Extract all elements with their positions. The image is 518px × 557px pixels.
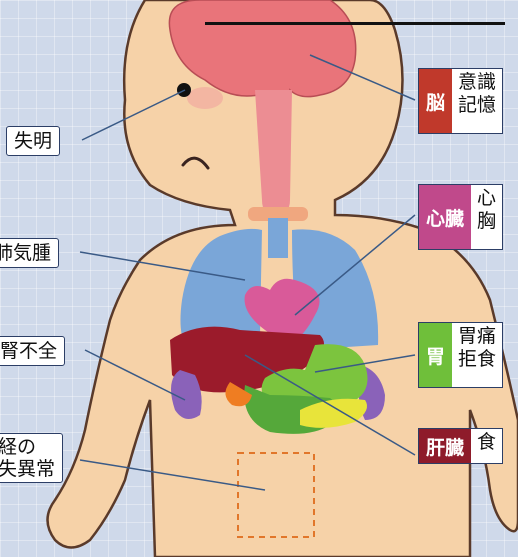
page-title xyxy=(205,0,505,25)
badge-brain-text: 意識 記憶 xyxy=(452,69,502,133)
badge-brain-tag: 脳 xyxy=(419,69,453,133)
stomach-shape xyxy=(261,344,368,410)
badge-brain: 脳 意識 記憶 xyxy=(418,68,504,134)
label-nerve: 経の 失異常 xyxy=(0,433,64,483)
badge-liver-text: 食 xyxy=(477,431,497,453)
right-lung xyxy=(292,229,379,350)
pancreas-shape xyxy=(300,398,368,428)
badge-heart-text: 心 胸 xyxy=(471,185,502,249)
label-nerve-line2: 失異常 xyxy=(0,458,56,480)
trachea xyxy=(268,218,288,258)
brain-line-1: 意識 xyxy=(458,71,497,93)
brain-line-2: 記憶 xyxy=(458,94,497,116)
label-blindness: 失明 xyxy=(6,126,61,156)
stomach-line-1: 胃痛 xyxy=(458,325,497,347)
heart-shape xyxy=(244,278,320,345)
gallbladder-shape xyxy=(225,382,252,407)
leader-lines xyxy=(79,54,416,491)
left-kidney xyxy=(171,370,202,419)
brain-shape xyxy=(168,0,357,131)
badge-stomach: 胃 胃痛 拒食 xyxy=(418,322,504,388)
label-emphysema: 肺気腫 xyxy=(0,238,60,268)
stomach-line-2: 拒食 xyxy=(458,348,497,370)
badge-liver-tag: 肝臓 xyxy=(419,429,472,463)
heart-line-2: 胸 xyxy=(477,210,497,232)
badge-stomach-tag: 胃 xyxy=(419,323,453,387)
label-nerve-line1: 経の xyxy=(0,436,37,458)
brainstem xyxy=(255,90,292,215)
left-lung xyxy=(180,228,262,360)
badge-stomach-text: 胃痛 拒食 xyxy=(452,323,502,387)
badge-liver: 肝臓 食 xyxy=(418,428,504,464)
label-kidney-failure: 腎不全 xyxy=(0,336,66,366)
badge-heart-tag: 心臓 xyxy=(419,185,472,249)
neck-collar xyxy=(248,207,308,221)
badge-heart: 心臓 心 胸 xyxy=(418,184,504,250)
lower-region-marker xyxy=(237,452,315,538)
heart-line-1: 心 xyxy=(477,187,497,209)
body-silhouette xyxy=(46,0,518,557)
mouth xyxy=(181,156,210,170)
cheek xyxy=(187,87,223,109)
